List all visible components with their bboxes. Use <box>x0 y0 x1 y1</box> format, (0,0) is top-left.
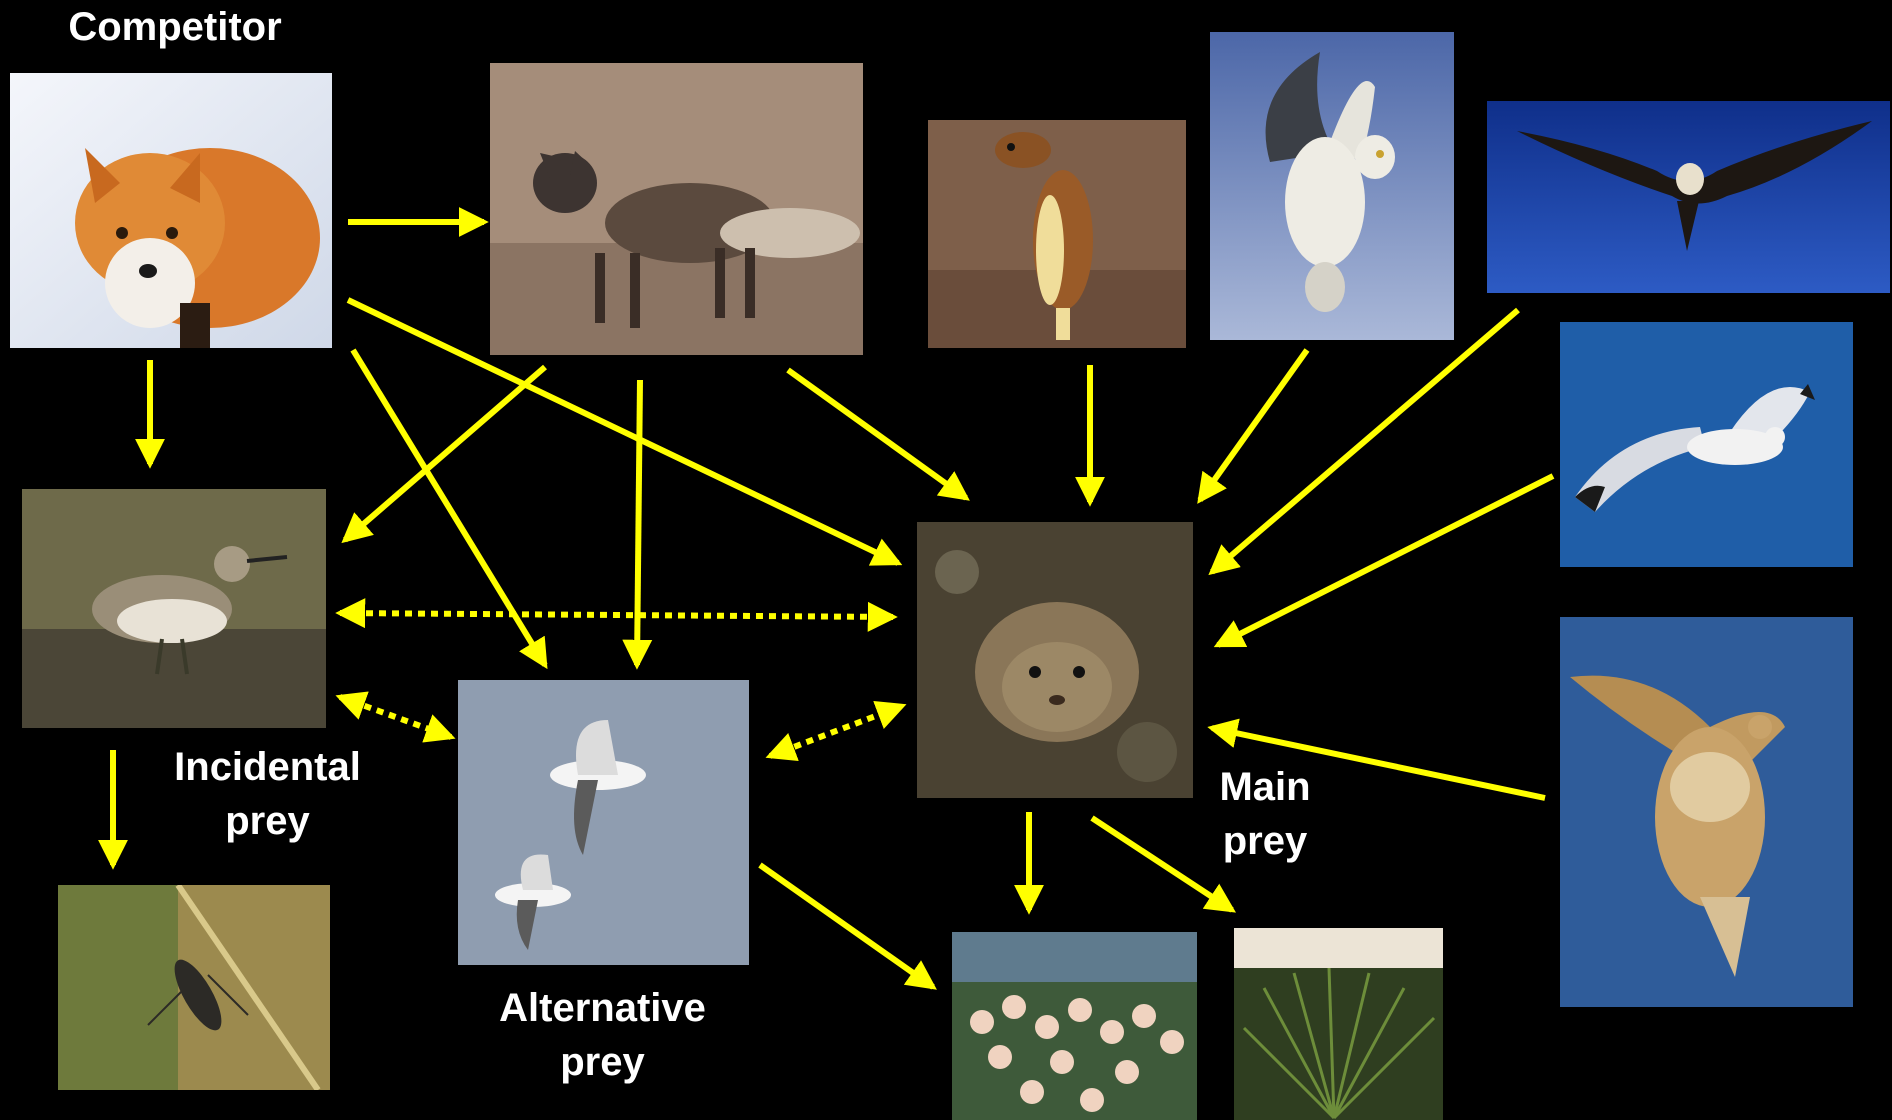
lemming-photo <box>917 522 1193 798</box>
incidental-prey-label-line1: Incidental <box>150 740 385 794</box>
arrow-jaeger-to-lemming <box>1212 310 1518 572</box>
sandpiper-photo <box>22 489 326 728</box>
main-prey-label: Main prey <box>1195 760 1335 868</box>
alternative-prey-label-line2: prey <box>480 1035 725 1089</box>
arrow-arcticfox-to-lemming <box>788 370 966 498</box>
competitor-label: Competitor <box>40 0 310 54</box>
alternative-prey-label: Alternative prey <box>480 981 725 1089</box>
arrow-arcticfox-to-snowgoose <box>637 380 640 665</box>
insect-photo <box>58 885 330 1090</box>
arrow-gull-to-lemming <box>1218 476 1553 645</box>
gull-photo <box>1560 322 1853 567</box>
main-prey-label-line1: Main <box>1195 760 1335 814</box>
dotted-arrow-sandpiper-lemming <box>340 613 893 617</box>
arrow-arcticfox-to-sandpiper <box>345 367 545 540</box>
dotted-arrow-snowgoose-lemming <box>770 706 902 756</box>
main-prey-label-line2: prey <box>1195 814 1335 868</box>
rough-legged-hawk-photo <box>1560 617 1853 1007</box>
arrow-owl-to-lemming <box>1200 350 1307 500</box>
arrow-redfox-to-snowgoose <box>353 350 545 665</box>
arctic-fox-photo <box>490 63 863 355</box>
snow-goose-photo <box>458 680 749 965</box>
snowy-owl-photo <box>1210 32 1454 340</box>
red-fox-photo <box>10 73 332 348</box>
incidental-prey-label: Incidental prey <box>150 740 385 848</box>
sedge-photo <box>1234 928 1443 1120</box>
stoat-photo <box>928 120 1186 348</box>
alternative-prey-label-line1: Alternative <box>480 981 725 1035</box>
arrow-snowgoose-to-cottongrass <box>760 865 933 987</box>
jaeger-photo <box>1487 101 1890 293</box>
incidental-prey-label-line2: prey <box>150 794 385 848</box>
dotted-arrow-sandpiper-snowgoose <box>340 697 451 737</box>
cottongrass-photo <box>952 932 1197 1120</box>
